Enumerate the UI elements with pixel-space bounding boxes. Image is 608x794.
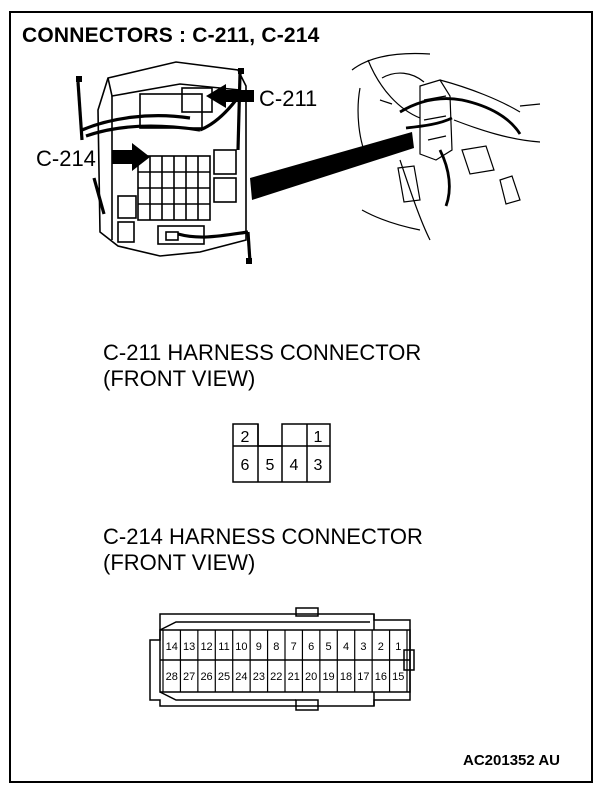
c214-pin: 3 (360, 641, 366, 653)
c214-pin: 16 (375, 671, 387, 683)
c214-pin: 9 (256, 641, 262, 653)
c214-pin: 21 (288, 671, 300, 683)
c214-pin: 1 (395, 641, 401, 653)
c214-pin: 24 (235, 671, 247, 683)
c214-pin: 8 (273, 641, 279, 653)
c214-heading-title: C-214 HARNESS CONNECTOR (103, 524, 423, 549)
c214-pin: 10 (235, 641, 247, 653)
c211-pin: 6 (241, 457, 250, 474)
c214-pin: 4 (343, 641, 349, 653)
figure-frame (9, 11, 593, 783)
c214-callout-label: C-214 (36, 146, 96, 171)
c211-pin: 5 (266, 457, 275, 474)
c214-pin: 14 (166, 641, 178, 653)
c214-pin: 17 (357, 671, 369, 683)
c211-heading-title: C-211 HARNESS CONNECTOR (103, 340, 422, 365)
c214-pin: 28 (166, 671, 178, 683)
c214-pin: 22 (270, 671, 282, 683)
c214-pin: 2 (378, 641, 384, 653)
c211-pin: 4 (290, 457, 299, 474)
c214-pin: 15 (392, 671, 404, 683)
c214-pin: 27 (183, 671, 195, 683)
c214-pin: 20 (305, 671, 317, 683)
c214-pin: 26 (200, 671, 212, 683)
c211-pin: 2 (241, 429, 250, 446)
c214-heading-view: (FRONT VIEW) (103, 550, 256, 575)
wire-ends (76, 68, 252, 264)
instrument-panel-sketch (351, 52, 541, 241)
c214-pin: 5 (326, 641, 332, 653)
c211-callout-label: C-211 (259, 86, 318, 111)
c211-arrow (206, 84, 254, 108)
c211-heading-view: (FRONT VIEW) (103, 366, 256, 391)
c211-pin: 1 (314, 429, 323, 446)
panel-harness (399, 97, 522, 207)
figure-code: AC201352 AU (463, 752, 560, 769)
c214-pin: 12 (200, 641, 212, 653)
c214-pin: 7 (291, 641, 297, 653)
c214-pin: 13 (183, 641, 195, 653)
c214-pin: 6 (308, 641, 314, 653)
c211-pin: 3 (314, 457, 323, 474)
c214-pin: 25 (218, 671, 230, 683)
c214-pin: 19 (322, 671, 334, 683)
c211-heading: C-211 HARNESS CONNECTOR (FRONT VIEW) (103, 340, 421, 392)
c214-pin: 18 (340, 671, 352, 683)
wire-harness (76, 73, 252, 263)
c214-arrow (112, 143, 150, 171)
c214-pin: 11 (218, 641, 229, 653)
location-leader (250, 132, 414, 200)
c214-pin: 23 (253, 671, 265, 683)
figure-title: CONNECTORS : C-211, C-214 (22, 24, 320, 47)
c214-heading: C-214 HARNESS CONNECTOR (FRONT VIEW) (103, 524, 423, 576)
